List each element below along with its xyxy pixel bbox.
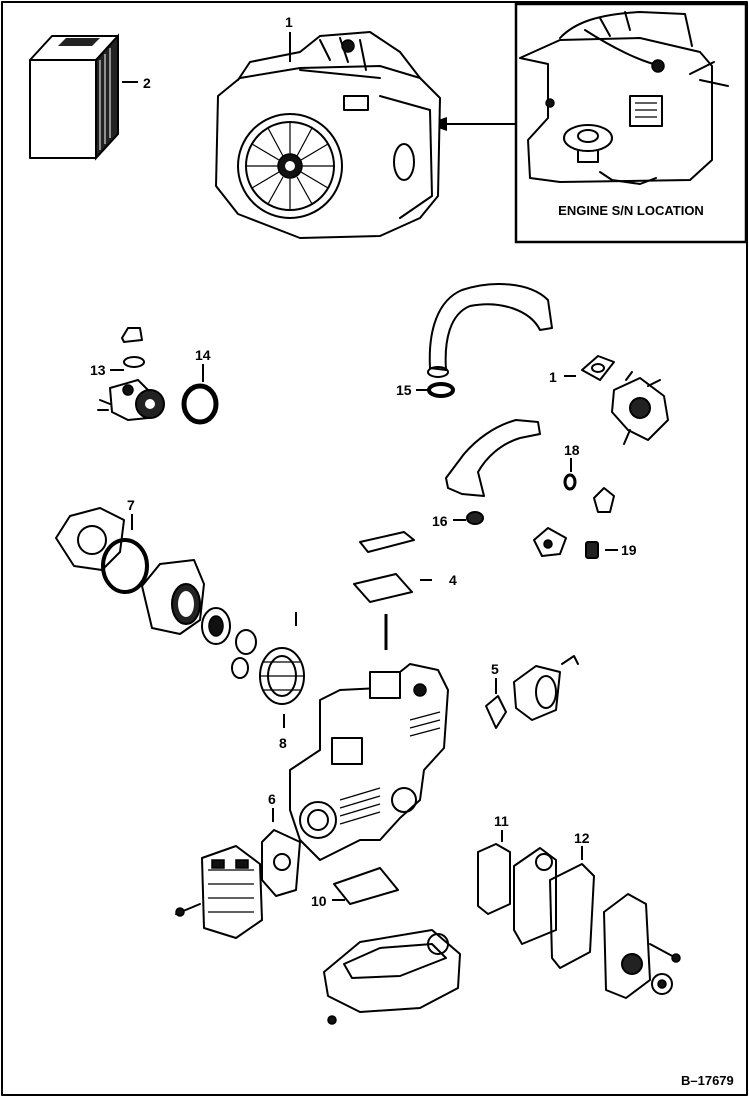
callout-6: 6 <box>268 791 276 807</box>
part-5-gasket <box>485 695 507 729</box>
engine-assembly <box>215 31 441 239</box>
callout-16: 16 <box>432 513 448 529</box>
part-6-gasket <box>261 829 301 897</box>
oil-pan <box>323 929 461 1025</box>
callout-12: 12 <box>574 830 590 846</box>
bearing-cover <box>55 507 125 571</box>
callout-1: 1 <box>285 14 293 30</box>
breather-tube <box>445 419 541 525</box>
part-11-gasket <box>477 843 511 915</box>
timing-cover <box>603 893 681 999</box>
fitting <box>593 487 615 513</box>
manual-booklet <box>29 33 119 161</box>
part-19-filter <box>585 541 599 559</box>
callout-15: 15 <box>396 382 412 398</box>
callout-19: 19 <box>621 542 637 558</box>
cylinder-head <box>201 845 263 939</box>
part-12-gasket <box>549 863 595 969</box>
carburetor-assembly <box>581 355 669 445</box>
part-10-gasket <box>333 867 399 905</box>
intake-tube <box>427 283 553 378</box>
part-8-cylinder-sleeve <box>259 647 305 705</box>
engine-block <box>289 663 449 861</box>
side-plate <box>513 847 557 945</box>
valve-gasket-top <box>359 531 415 553</box>
part-7-gasket <box>101 538 149 594</box>
callout-14: 14 <box>195 347 211 363</box>
inset-caption: ENGINE S/N LOCATION <box>558 203 704 218</box>
callout-13: 13 <box>90 362 106 378</box>
callout-5: 5 <box>491 661 499 677</box>
callout-11: 11 <box>494 813 509 829</box>
callout-18: 18 <box>564 442 580 458</box>
part-18-o-ring <box>563 473 577 491</box>
callout-10: 10 <box>311 893 327 909</box>
callout-8: 8 <box>279 735 287 751</box>
callout-17: 1 <box>549 369 557 385</box>
bearing-housing <box>141 559 257 679</box>
part-14-retaining-ring <box>181 383 219 425</box>
fuel-pump-assembly <box>97 327 165 421</box>
callout-7: 7 <box>127 497 135 513</box>
callout-2: 2 <box>143 75 151 91</box>
part-4-gasket <box>353 573 413 603</box>
callout-4: 4 <box>449 572 457 588</box>
serial-location-inset <box>514 2 748 244</box>
part-15-gasket <box>427 382 455 398</box>
figure-id: B–17679 <box>681 1073 734 1088</box>
